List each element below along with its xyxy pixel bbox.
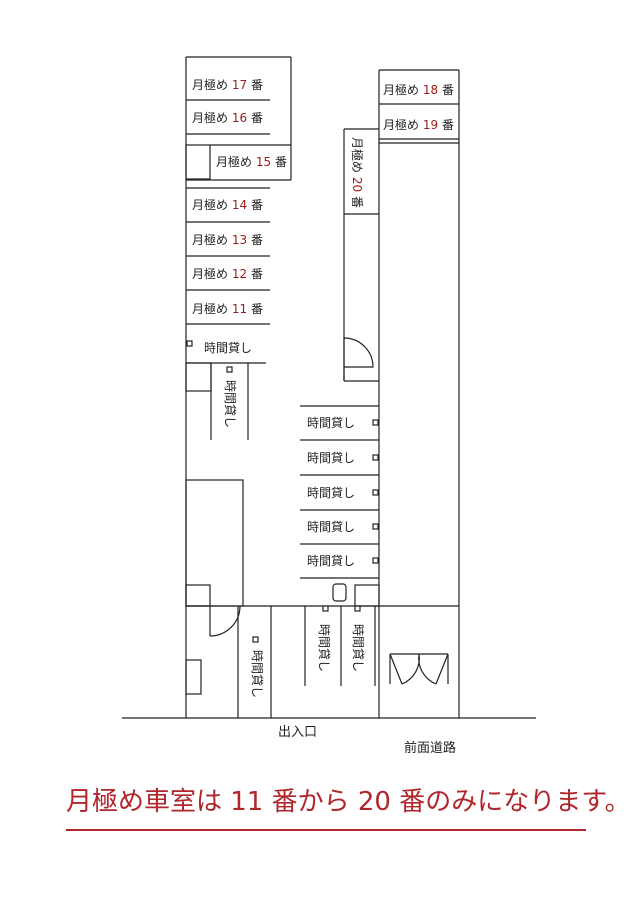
hourly-space-r2: 時間貸し xyxy=(307,450,355,465)
hourly-space-r1: 時間貸し xyxy=(307,415,355,430)
svg-text:月極め 15 番: 月極め 15 番 xyxy=(216,154,287,169)
space-19: 月極め 19 番 xyxy=(379,117,459,144)
svg-text:月極め 19 番: 月極め 19 番 xyxy=(383,117,454,132)
door-left xyxy=(185,584,241,718)
svg-text:時間貸し: 時間貸し xyxy=(317,624,332,672)
hourly-space-bottom-3: 時間貸し xyxy=(351,584,380,686)
hourly-space-r3: 時間貸し xyxy=(307,485,355,500)
svg-text:月極め 17 番: 月極め 17 番 xyxy=(192,77,263,92)
door-center xyxy=(343,337,379,382)
svg-text:月極め 18 番: 月極め 18 番 xyxy=(383,82,454,97)
svg-text:月極め 12 番: 月極め 12 番 xyxy=(192,266,263,281)
entrance-label: 出入口 xyxy=(278,725,317,740)
road-label: 前面道路 xyxy=(404,740,456,756)
hourly-stack: 時間貸し 時間貸し 時間貸し 時間貸し 時間貸し xyxy=(300,405,379,579)
space-13: 月極め 13 番 xyxy=(186,232,270,257)
hourly-space-bottom-1: 時間貸し xyxy=(250,606,272,718)
svg-text:月極め 14 番: 月極め 14 番 xyxy=(192,197,263,212)
svg-text:月極め 11 番: 月極め 11 番 xyxy=(192,301,263,316)
svg-text:時間貸し: 時間貸し xyxy=(250,650,265,698)
svg-text:月極め 13 番: 月極め 13 番 xyxy=(192,232,263,247)
hourly-space-left-2: 時間貸し xyxy=(185,362,249,440)
space-11: 月極め 11 番 xyxy=(186,301,270,325)
svg-text:月極め 20 番: 月極め 20 番 xyxy=(350,137,365,208)
space-20: 月極め 20 番 xyxy=(343,128,379,381)
hourly-space-left-1: 時間貸し xyxy=(186,340,266,364)
hourly-space-r5: 時間貸し xyxy=(307,553,355,568)
hourly-space-r4: 時間貸し xyxy=(307,519,355,534)
lot-outline xyxy=(122,56,536,719)
double-door xyxy=(389,653,449,685)
svg-text:時間貸し: 時間貸し xyxy=(351,624,366,672)
hourly-space-bottom-2: 時間貸し xyxy=(304,605,342,686)
space-17: 月極め 17 番 xyxy=(186,77,270,101)
space-16: 月極め 16 番 xyxy=(186,110,270,135)
building-block xyxy=(185,479,244,607)
svg-text:時間貸し: 時間貸し xyxy=(223,380,238,428)
space-15: 月極め 15 番 xyxy=(185,144,291,181)
space-18: 月極め 18 番 xyxy=(379,82,459,105)
notice-text: 月極め車室は 11 番から 20 番のみになります。 xyxy=(66,787,631,817)
machine-box xyxy=(332,583,347,602)
space-12: 月極め 12 番 xyxy=(186,266,270,291)
space-14: 月極め 14 番 xyxy=(186,187,270,223)
svg-text:時間貸し: 時間貸し xyxy=(204,340,252,355)
svg-text:月極め 16 番: 月極め 16 番 xyxy=(192,110,263,125)
